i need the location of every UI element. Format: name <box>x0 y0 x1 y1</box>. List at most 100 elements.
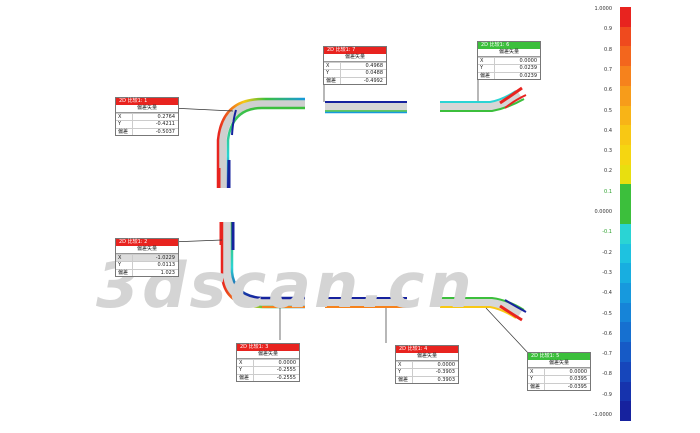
annotation-1[interactable]: 2D 比较1: 1 偏差矢量 X 0.2764 Y -0.4211 偏差 -0.503… <box>115 97 179 137</box>
annotation-title: 2D 比较1: 1 <box>116 98 178 105</box>
section-2-elbow <box>219 222 305 309</box>
color-bar-tick-label: 0.6 <box>604 87 612 94</box>
value-y: 0.0113 <box>157 262 176 269</box>
value-deviation: -0.5037 <box>155 128 175 135</box>
color-bar-segment <box>620 46 631 67</box>
value-x: 0.0000 <box>437 361 456 368</box>
label-deviation: 偏差 <box>324 77 341 85</box>
label-x: X <box>396 361 413 369</box>
value-y: 0.0488 <box>365 70 384 77</box>
value-y: 0.0239 <box>519 65 538 72</box>
color-bar-tick-label: 0.7 <box>604 66 612 73</box>
label-deviation: 偏差 <box>116 128 133 136</box>
value-x: 0.2764 <box>157 113 176 120</box>
annotation-title: 2D 比较1: 2 <box>116 239 178 246</box>
label-x: X <box>116 113 133 121</box>
value-deviation: 0.0239 <box>519 72 538 79</box>
deviation-color-bar <box>620 7 631 422</box>
color-bar-segment <box>620 223 631 245</box>
value-deviation: -0.2555 <box>276 374 296 381</box>
color-bar-tick-label: 1.0000 <box>594 6 613 12</box>
annotation-5[interactable]: 2D 比较1: 5 偏差矢量 X 0.0000 Y 0.0395 偏差 -0.0395 <box>527 352 591 392</box>
color-bar-segment <box>620 243 631 264</box>
label-y: Y <box>237 367 254 374</box>
color-bar-tick-label: -0.9 <box>602 391 612 398</box>
label-deviation: 偏差 <box>528 383 545 391</box>
color-bar-tick-label: 0.3 <box>604 148 612 155</box>
section-1-elbow <box>216 97 305 188</box>
label-x: X <box>324 62 341 70</box>
label-deviation: 偏差 <box>396 376 413 384</box>
color-bar-segment <box>620 125 631 146</box>
value-deviation: -0.4992 <box>363 77 383 84</box>
color-bar-tick-label: -0.4 <box>602 290 612 297</box>
label-x: X <box>478 57 495 65</box>
label-y: Y <box>324 70 341 77</box>
color-bar-segment <box>620 164 631 185</box>
color-bar-segment <box>620 204 631 225</box>
annotation-subtitle: 偏差矢量 <box>116 105 178 113</box>
color-bar-tick-label: -0.1 <box>602 229 612 236</box>
label-y: Y <box>528 376 545 383</box>
label-deviation: 偏差 <box>116 269 133 277</box>
section-6-bend <box>440 86 527 112</box>
annotation-subtitle: 偏差矢量 <box>396 353 458 361</box>
color-bar-segment <box>620 401 631 422</box>
annotation-title: 2D 比较1: 5 <box>528 353 590 360</box>
annotation-title: 2D 比较1: 4 <box>396 346 458 353</box>
value-y: 0.0395 <box>569 376 588 383</box>
color-bar-segment <box>620 7 631 28</box>
color-bar-tick-label: 0.9 <box>604 26 612 33</box>
color-bar-tick-label: -0.7 <box>602 351 612 358</box>
annotation-subtitle: 偏差矢量 <box>116 246 178 254</box>
annotation-title: 2D 比较1: 6 <box>478 42 540 49</box>
value-x: 0.0000 <box>569 368 588 375</box>
color-bar-segment <box>620 322 631 343</box>
annotation-subtitle: 偏差矢量 <box>237 351 299 359</box>
color-bar-tick-label: -0.6 <box>602 330 612 337</box>
color-bar-segment <box>620 361 631 383</box>
label-deviation: 偏差 <box>237 374 254 382</box>
color-bar-segment <box>620 381 631 402</box>
label-x: X <box>237 359 254 367</box>
color-bar-tick-label: -0.5 <box>602 310 612 317</box>
color-bar-segment <box>620 85 631 107</box>
value-y: -0.3903 <box>435 369 455 376</box>
color-bar-segment <box>620 342 631 363</box>
annotation-subtitle: 偏差矢量 <box>324 54 386 62</box>
annotation-title: 2D 比较1: 7 <box>324 47 386 54</box>
color-bar-tick-label: 0.0000 <box>594 209 613 215</box>
value-deviation: -0.0395 <box>567 383 587 390</box>
annotation-title: 2D 比较1: 3 <box>237 344 299 351</box>
color-bar-segment <box>620 145 631 166</box>
color-bar-tick-label: 0.4 <box>604 127 612 134</box>
value-x: 0.0000 <box>519 57 538 64</box>
label-deviation: 偏差 <box>478 72 495 80</box>
color-bar-tick-label: 0.2 <box>604 168 612 175</box>
label-x: X <box>116 254 133 262</box>
color-bar-segment <box>620 66 631 87</box>
label-x: X <box>528 368 545 376</box>
color-bar-tick-label: -0.8 <box>602 371 612 378</box>
section-7-straight <box>325 101 407 114</box>
color-bar-tick-label: -0.3 <box>602 269 612 276</box>
value-x: -1.0229 <box>155 254 175 261</box>
annotation-subtitle: 偏差矢量 <box>528 360 590 368</box>
color-bar-segment <box>620 302 631 323</box>
color-bar-tick-label: 0.8 <box>604 46 612 53</box>
color-bar-segment <box>620 105 631 126</box>
color-bar-segment <box>620 184 631 205</box>
color-bar-segment <box>620 263 631 284</box>
label-y: Y <box>116 121 133 128</box>
value-y: -0.2555 <box>276 367 296 374</box>
annotation-subtitle: 偏差矢量 <box>478 49 540 57</box>
color-bar-segment <box>620 283 631 304</box>
value-deviation: 1.023 <box>160 269 175 276</box>
value-y: -0.4211 <box>155 121 175 128</box>
